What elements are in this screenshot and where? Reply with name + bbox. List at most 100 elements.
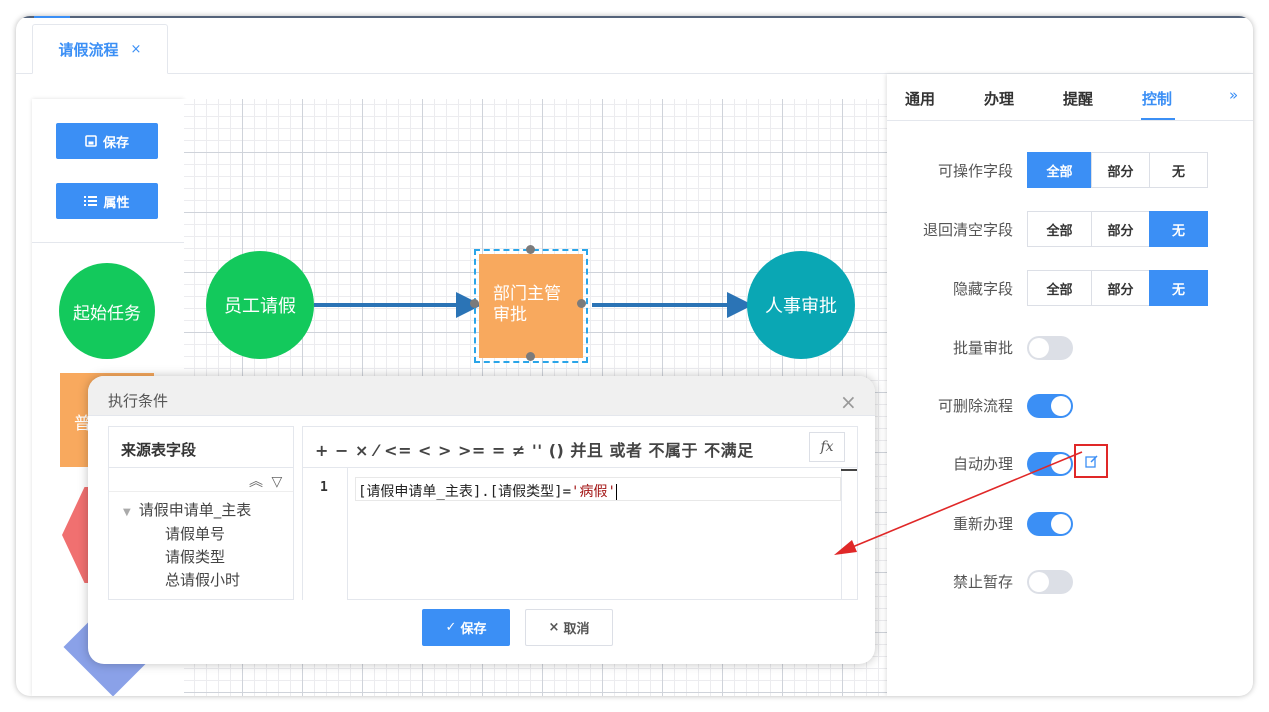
- anchor-left[interactable]: [470, 299, 479, 308]
- code-string: '病假': [571, 484, 616, 500]
- tab-handle[interactable]: 办理: [984, 90, 1015, 108]
- text-cursor: [615, 484, 617, 500]
- top-border: [16, 16, 1253, 18]
- tab-remind[interactable]: 提醒: [1063, 90, 1094, 108]
- option-all[interactable]: 全部: [1027, 152, 1092, 188]
- label-can-delete: 可删除流程: [937, 397, 1013, 415]
- dialog-save-button[interactable]: ✓ 保存: [422, 609, 510, 646]
- label-no-draft: 禁止暂存: [952, 573, 1013, 591]
- source-tools: ︽ ▽: [249, 471, 282, 491]
- filter-icon[interactable]: ▽: [271, 474, 283, 490]
- option-all[interactable]: 全部: [1027, 270, 1092, 306]
- tab-bar: 请假流程 ×: [16, 24, 1253, 74]
- check-icon: ✓: [445, 620, 457, 635]
- toolbox-start-node[interactable]: 起始任务: [59, 263, 155, 359]
- node-hr-approval[interactable]: 人事审批: [747, 251, 855, 359]
- editor-scrollbar[interactable]: [841, 468, 857, 600]
- option-none[interactable]: 无: [1149, 211, 1208, 247]
- properties-button-label: 属性: [103, 195, 130, 211]
- node-dept-manager[interactable]: 部门主管 审批: [479, 254, 583, 358]
- switch-knob: [1051, 514, 1071, 534]
- edit-icon: [1084, 454, 1098, 468]
- close-icon: ×: [548, 620, 560, 635]
- tab-general[interactable]: 通用: [905, 90, 936, 108]
- label-auto-handle: 自动办理: [952, 455, 1013, 473]
- label-editable-fields: 可操作字段: [937, 162, 1013, 180]
- switch-knob: [1051, 454, 1071, 474]
- switch-batch-approve[interactable]: [1027, 336, 1073, 360]
- code-prefix: [请假申请单_主表].[请假类型]=: [358, 484, 572, 500]
- save-button-label: 保存: [102, 135, 129, 151]
- dialog-header: 执行条件 ×: [88, 376, 875, 416]
- edge-1-line[interactable]: [314, 303, 462, 307]
- node-dept-manager-line1: 部门主管: [493, 284, 561, 304]
- tree-item-total-hours[interactable]: 总请假小时: [165, 571, 241, 589]
- switch-no-draft[interactable]: [1027, 570, 1073, 594]
- switch-auto-handle[interactable]: [1027, 452, 1073, 476]
- tab-control[interactable]: 控制: [1142, 90, 1173, 108]
- condition-dialog: 执行条件 × 来源表字段 ︽ ▽ ▼ 请假申请单_主表 请假单号 请假类型 总请假…: [88, 376, 875, 664]
- option-none[interactable]: 无: [1149, 270, 1208, 306]
- panel-tabs: 通用 办理 提醒 控制 »: [887, 74, 1253, 121]
- source-divider-2: [109, 491, 293, 492]
- switch-redo-handle[interactable]: [1027, 512, 1073, 536]
- label-hidden-fields: 隐藏字段: [952, 280, 1013, 298]
- switch-knob: [1029, 572, 1049, 592]
- switch-can-delete[interactable]: [1027, 394, 1073, 418]
- close-icon[interactable]: ×: [840, 390, 857, 414]
- tree-item-leave-type[interactable]: 请假类型: [165, 548, 226, 566]
- anchor-bottom[interactable]: [526, 352, 535, 361]
- node-employee-leave[interactable]: 员工请假: [206, 251, 314, 359]
- source-fields-panel: 来源表字段 ︽ ▽ ▼ 请假申请单_主表 请假单号 请假类型 总请假小时: [108, 426, 294, 600]
- save-icon: [85, 135, 97, 147]
- toolbox-divider: [32, 242, 184, 243]
- node-dept-manager-line2: 审批: [493, 305, 527, 325]
- code-line[interactable]: [请假申请单_主表].[请假类型]='病假': [355, 477, 841, 501]
- tree-root[interactable]: ▼ 请假申请单_主表: [123, 499, 251, 520]
- collapse-all-icon[interactable]: ︽: [249, 474, 263, 490]
- option-partial[interactable]: 部分: [1091, 152, 1150, 188]
- line-gutter: 1: [303, 468, 348, 600]
- tab-label: 请假流程: [58, 40, 119, 59]
- dialog-save-label: 保存: [460, 622, 487, 637]
- scrollbar-thumb[interactable]: [841, 469, 857, 471]
- option-partial[interactable]: 部分: [1091, 270, 1150, 306]
- function-button[interactable]: fx: [809, 432, 845, 462]
- segment-clear-on-return: 全部 部分 无: [1027, 211, 1208, 247]
- tree-item-leave-no[interactable]: 请假单号: [165, 525, 226, 543]
- anchor-top[interactable]: [526, 245, 535, 254]
- label-clear-on-return: 退回清空字段: [922, 221, 1013, 239]
- active-tab-indicator: [1141, 118, 1175, 120]
- option-partial[interactable]: 部分: [1091, 211, 1150, 247]
- line-number: 1: [320, 480, 328, 495]
- tab-close-icon[interactable]: ×: [130, 41, 142, 57]
- switch-knob: [1051, 396, 1071, 416]
- switch-knob: [1029, 338, 1049, 358]
- caret-down-icon: ▼: [123, 507, 131, 518]
- expression-editor: + − × ⁄ <= < > >= = ≠ '' () 并且 或者 不属于 不满…: [302, 426, 858, 600]
- edit-condition-icon[interactable]: [1074, 444, 1108, 478]
- tab-leave-process[interactable]: 请假流程 ×: [32, 24, 168, 74]
- properties-panel: 通用 办理 提醒 控制 » 可操作字段 全部 部分 无 退回清空字段 全部 部分…: [887, 74, 1253, 696]
- option-all[interactable]: 全部: [1027, 211, 1092, 247]
- save-button[interactable]: 保存: [56, 123, 158, 159]
- option-none[interactable]: 无: [1149, 152, 1208, 188]
- segment-hidden-fields: 全部 部分 无: [1027, 270, 1208, 306]
- operator-toolbar[interactable]: + − × ⁄ <= < > >= = ≠ '' () 并且 或者 不属于 不满…: [315, 441, 754, 460]
- expand-icon[interactable]: »: [1229, 86, 1239, 104]
- source-fields-title: 来源表字段: [121, 441, 197, 459]
- top-border-accent: [34, 16, 70, 18]
- source-divider: [109, 467, 293, 468]
- segment-editable-fields: 全部 部分 无: [1027, 152, 1208, 188]
- edge-2-line[interactable]: [592, 303, 732, 307]
- dialog-title: 执行条件: [108, 392, 169, 410]
- dialog-cancel-label: 取消: [563, 622, 590, 637]
- list-icon: [84, 196, 98, 206]
- dialog-cancel-button[interactable]: × 取消: [525, 609, 613, 646]
- node-dept-manager-selected[interactable]: 部门主管 审批: [470, 245, 588, 363]
- tree-root-label: 请假申请单_主表: [138, 501, 252, 519]
- label-batch-approve: 批量审批: [952, 339, 1013, 357]
- anchor-right[interactable]: [577, 299, 586, 308]
- properties-button[interactable]: 属性: [56, 183, 158, 219]
- label-redo-handle: 重新办理: [952, 515, 1013, 533]
